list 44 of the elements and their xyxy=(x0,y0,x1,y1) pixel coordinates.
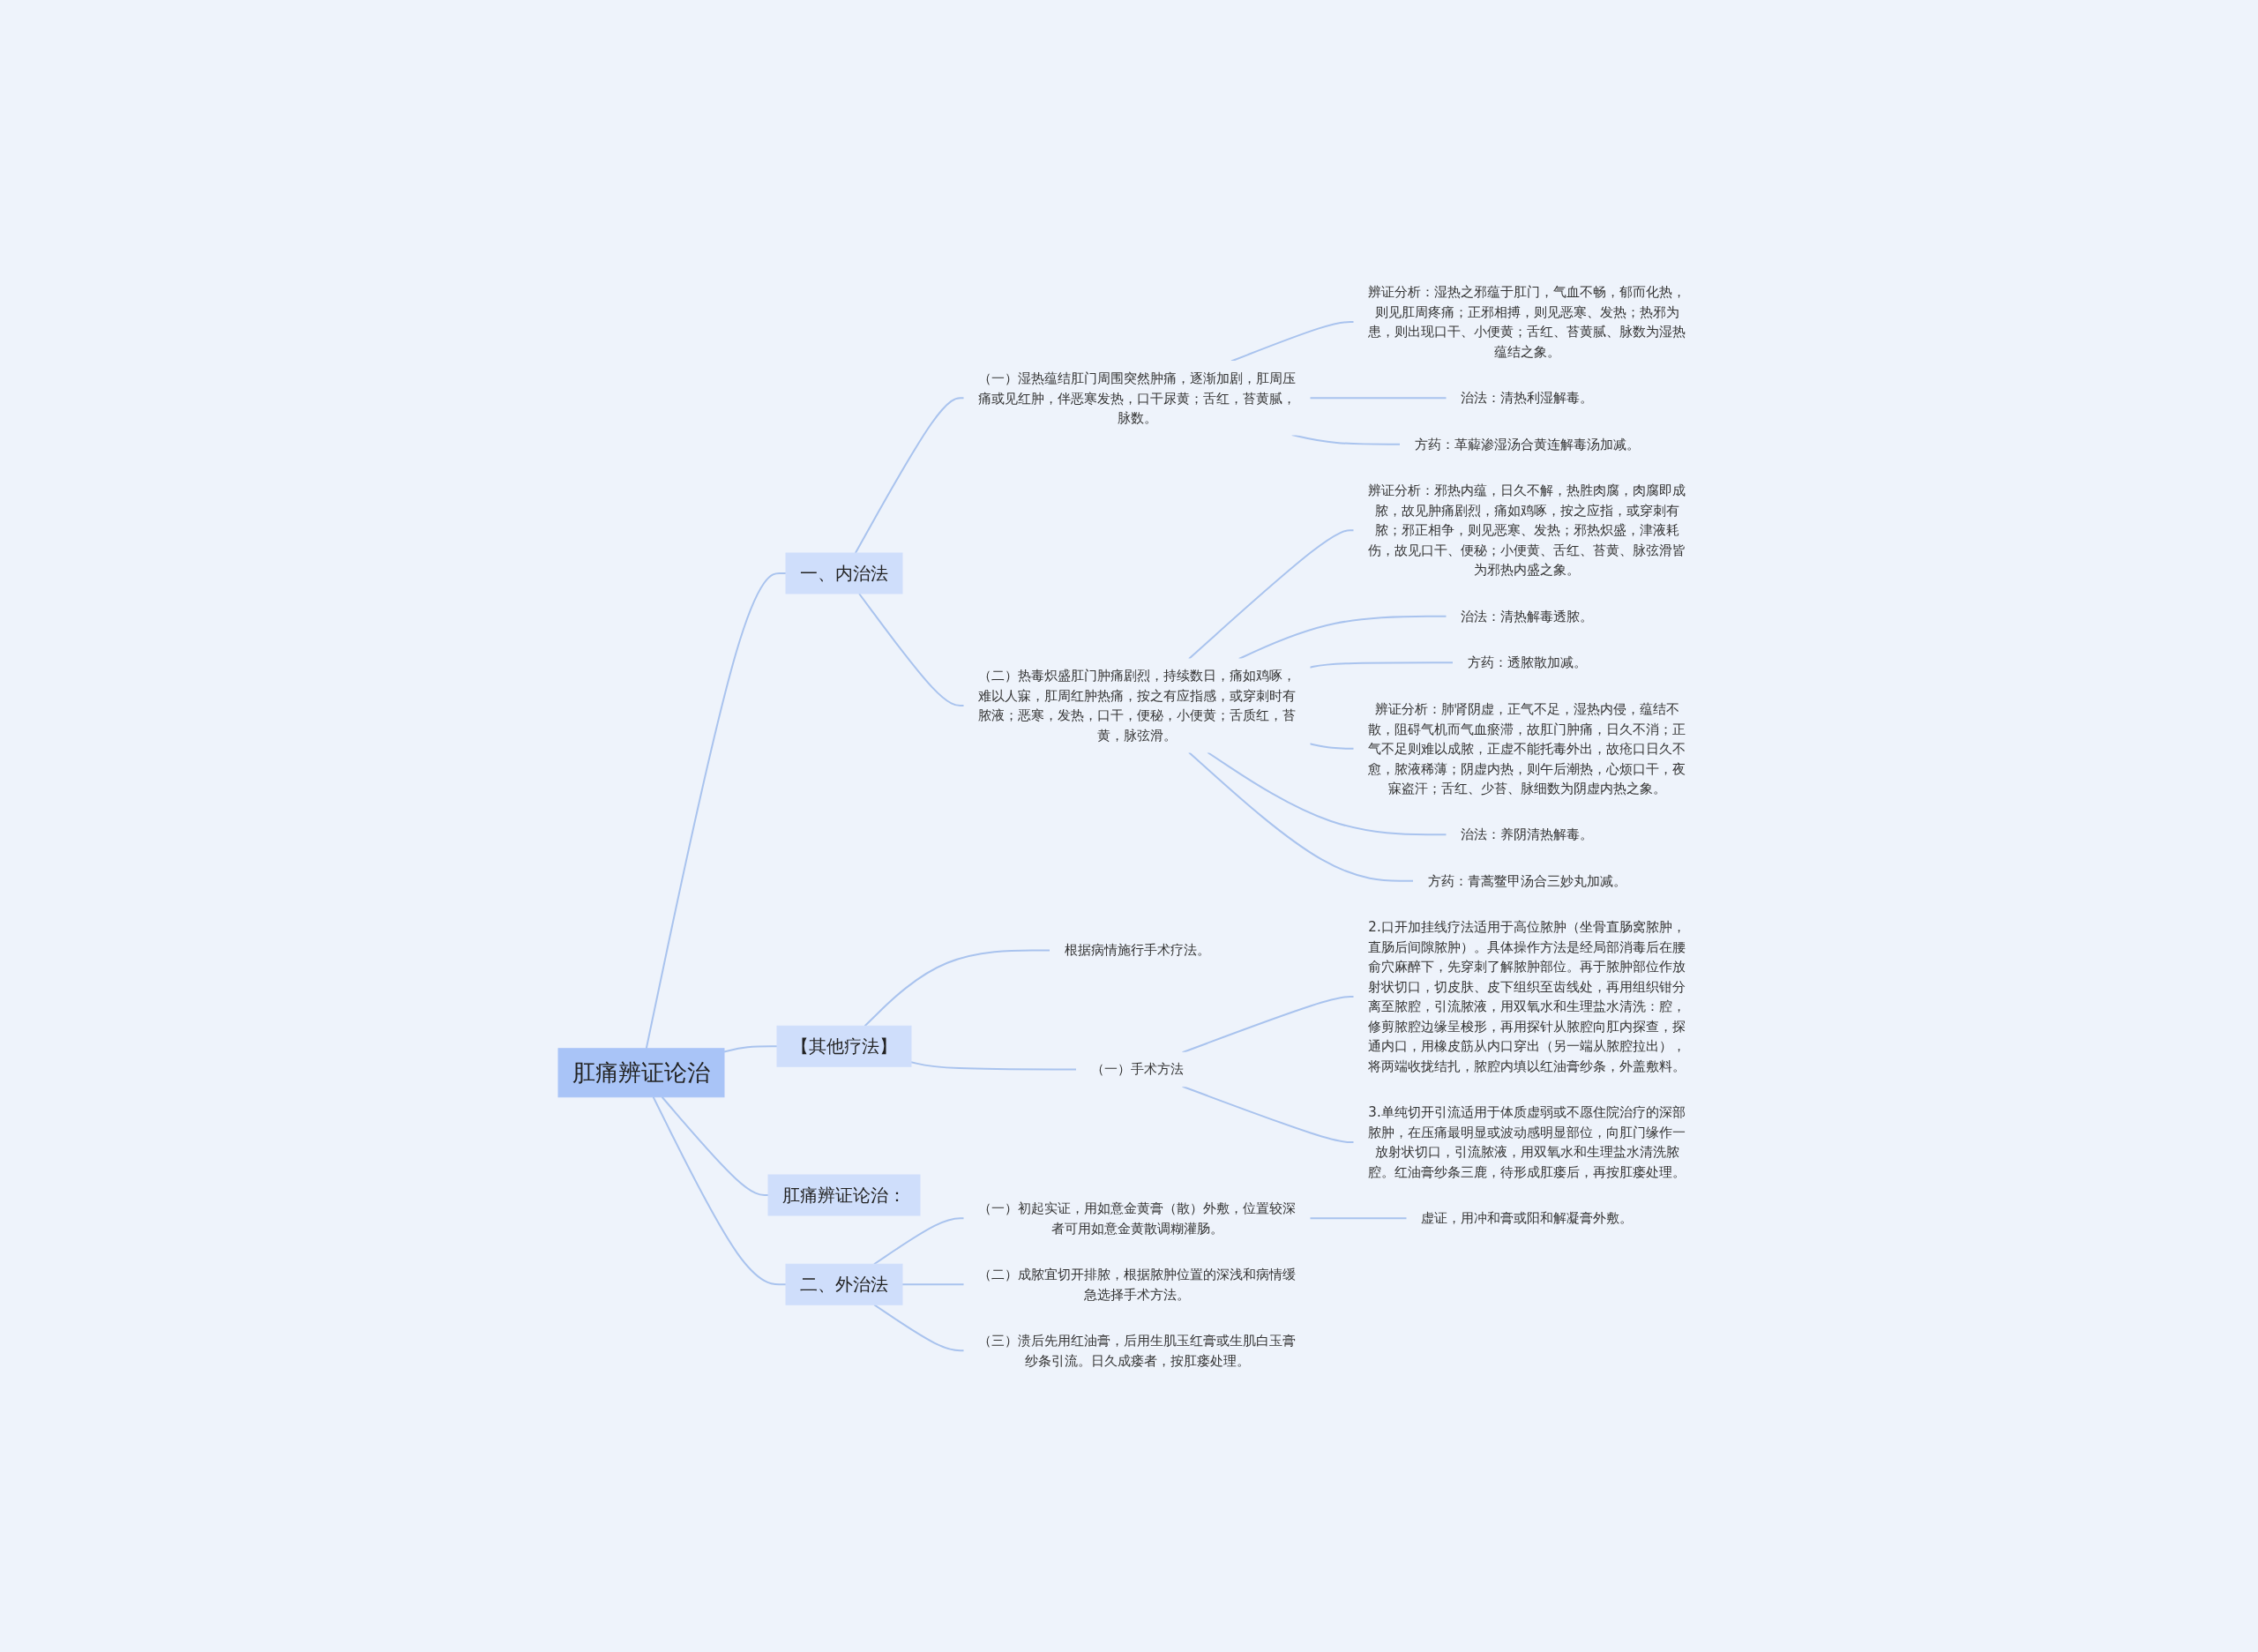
node-text: （一）手术方法 xyxy=(1090,1060,1184,1077)
connector xyxy=(1230,320,1355,363)
connector xyxy=(661,1095,769,1196)
connector xyxy=(854,396,965,554)
node-text: 方药：青蒿鳖甲汤合三妙丸加减。 xyxy=(1427,872,1626,889)
node-text: （三）溃后先用红油膏，后用生肌玉红膏或生肌白玉膏纱条引流。日久成瘘者，按肛瘘处理。 xyxy=(978,1332,1296,1368)
connector xyxy=(1187,751,1415,882)
connector xyxy=(1309,661,1454,669)
node-text: （二）成脓宜切开排脓，根据脓肿位置的深浅和病情缓急选择手术方法。 xyxy=(978,1266,1296,1302)
node-text: 辨证分析：肺肾阴虚，正气不足，湿热内侵，蕴结不散，阻碍气机而气血瘀滞，故肛门肿痛，日久不消；正气不足则难以成脓，正虚不能托毒外出，故疮口日久不愈，脓液稀薄；阴虚内热，则午后潮热，心烦口干，夜寐盗汗；舌红、少苔、脉细数为阴虚内热之象。 xyxy=(1368,700,1686,796)
node-text: 治法：清热解毒透脓。 xyxy=(1461,608,1593,624)
node-box: 一、内治法 xyxy=(785,552,903,594)
connector xyxy=(858,592,965,706)
node-text: 方药：革薢渗湿汤合黄连解毒汤加减。 xyxy=(1414,436,1640,452)
node-text: 治法：清热利湿解毒。 xyxy=(1461,389,1593,406)
node-box: 【其他疗法】 xyxy=(776,1025,912,1067)
node-box: 二、外治法 xyxy=(785,1263,903,1305)
node-text: （一）初起实证，用如意金黄膏（散）外敷，位置较深者可用如意金黄散调糊灌肠。 xyxy=(978,1200,1296,1236)
connector xyxy=(1309,1216,1408,1219)
connector xyxy=(723,1044,778,1053)
node-text: 方药：透脓散加减。 xyxy=(1467,654,1587,670)
node-text: （一）湿热蕴结肛门周围突然肿痛，逐渐加剧，肛周压痛或见红肿，伴恶寒发热，口干尿黄；舌红，苔黄腻，脉数。 xyxy=(978,370,1296,426)
connector xyxy=(901,1282,965,1285)
node-text: 3.单纯切开引流适用于体质虚弱或不愿住院治疗的深部脓肿，在压痛最明显或波动感明显部位，向肛门缘作一放射状切口，引流脓液，用双氧水和生理盐水清洗脓腔。红油膏纱条三鹿，待形成肛瘘后，再按肛瘘处理。 xyxy=(1368,1103,1686,1180)
node-box: 肛痛辨证论治： xyxy=(767,1174,921,1216)
connector xyxy=(1207,751,1447,835)
connector xyxy=(910,1060,1078,1071)
connector xyxy=(1181,1085,1355,1143)
node-text: 虚证，用冲和膏或阳和解凝膏外敷。 xyxy=(1421,1209,1633,1226)
node-box: 肛痛辨证论治 xyxy=(557,1047,725,1097)
node-text: （二）热毒炽盛肛门肿痛剧烈，持续数日，痛如鸡啄，难以人寐，肛周红肿热痛，按之有应指感，或穿刺时有脓液；恶寒，发热，口干，便秘，小便黄；舌质红，苔黄，脉弦滑。 xyxy=(978,667,1296,744)
connector xyxy=(1309,396,1447,399)
connector xyxy=(652,1095,787,1285)
node-text: 辨证分析：邪热内蕴，日久不解，热胜肉腐，肉腐即成脓，故见肿痛剧烈，痛如鸡啄，按之应指，或穿刺有脓；邪正相争，则见恶寒、发热；邪热炽盛，津液耗伤，故见口干、便秘；小便黄、舌红、苔黄、脉弦滑皆为邪热内盛之象。 xyxy=(1368,482,1686,578)
connector xyxy=(873,1303,965,1351)
connector xyxy=(864,949,1051,1027)
connector xyxy=(1187,528,1355,660)
connector xyxy=(645,572,787,1050)
node-text: 根据病情施行手术疗法。 xyxy=(1064,941,1210,958)
connector xyxy=(1309,742,1355,750)
node-text: 2.口开加挂线疗法适用于高位脓肿（坐骨直肠窝脓肿，直肠后间隙脓肿）。具体操作方法是经局部消毒后在腰俞穴麻醉下，先穿刺了解脓肿部位。再于脓肿部位作放射状切口，切皮肤、皮下组织至齿线处，再用组织钳分离至脓腔，引流脓液，用双氧水和生理盐水清洗：腔，修剪脓腔边缘呈梭形，再用探针从脓腔向肛内探查，探通内口，用橡皮筋从内口穿出（另一端从脓腔拉出），将两端收拢结扎，脓腔内填以红油膏纱条，外盖敷料。 xyxy=(1368,918,1686,1074)
node-text: 辨证分析：湿热之邪蕴于肛门，气血不畅，郁而化热，则见肛周疼痛；正邪相搏，则见恶寒、发热；热邪为患，则出现口干、小便黄；舌红、苔黄腻、脉数为湿热蕴结之象。 xyxy=(1368,283,1686,360)
node-text: 治法：养阴清热解毒。 xyxy=(1461,826,1593,842)
connector xyxy=(873,1216,965,1265)
